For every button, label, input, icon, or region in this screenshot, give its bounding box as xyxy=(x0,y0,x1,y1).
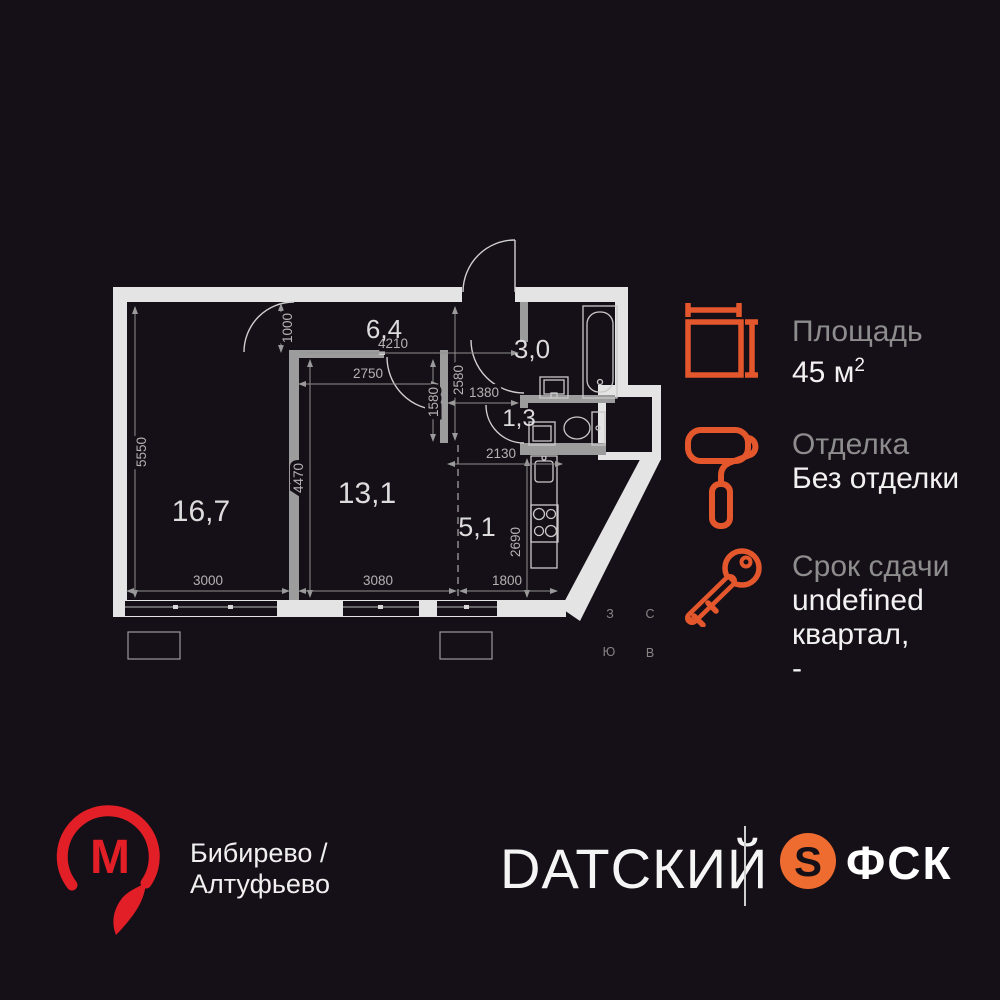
interior-walls xyxy=(289,302,615,600)
station-line1: Бибирево / xyxy=(190,838,328,868)
room-label-wc: 1,3 xyxy=(502,405,535,432)
room1-door-arc xyxy=(243,301,295,353)
info-deadline-label: Срок сдачи xyxy=(792,550,950,583)
info-area-value: 45 м xyxy=(792,356,855,389)
compass-south: Ю xyxy=(603,645,616,659)
divider xyxy=(744,826,746,906)
dim-4210: 4210 xyxy=(378,336,408,351)
compass-east: В xyxy=(646,646,654,660)
metro-stations: Бибирево / Алтуфьево xyxy=(190,838,330,900)
fsk-logo-text: ФСК xyxy=(846,837,953,889)
station-line2: Алтуфьево xyxy=(190,869,330,899)
kitchen-counter xyxy=(530,455,559,569)
info-deadline-line3: - xyxy=(792,652,802,685)
ac-baskets xyxy=(127,631,493,660)
compass-west: З xyxy=(606,607,614,621)
wc-sink xyxy=(528,421,556,446)
compass-north: С xyxy=(645,607,654,621)
bath-sink xyxy=(539,376,569,399)
dim-1800: 1800 xyxy=(492,573,522,588)
info-area: Площадь 45 м2 xyxy=(792,315,923,390)
room-labels: 16,7 13,1 5,1 6,4 3,0 1,3 xyxy=(172,314,550,542)
dim-2690: 2690 xyxy=(508,527,523,557)
bathtub xyxy=(582,305,618,399)
dim-4470: 4470 xyxy=(291,463,306,493)
bathroom-door-arc xyxy=(470,339,525,394)
brand-logo: DАТСКИЙ xyxy=(500,837,769,900)
wc-door-arc xyxy=(485,404,525,444)
info-finish-label: Отделка xyxy=(792,428,910,461)
fsk-mark-letter: S xyxy=(794,838,822,885)
compass: З С Ю В xyxy=(603,607,655,660)
dim-2580: 2580 xyxy=(451,365,466,395)
floor-plan: 5550 1000 4470 2580 1580 2690 4210 2750 … xyxy=(113,239,661,660)
shaft xyxy=(606,397,652,452)
metro-letter: М xyxy=(90,831,130,884)
fsk-logo-icon: S xyxy=(780,833,836,889)
room-label-hall: 6,4 xyxy=(366,314,402,344)
stove xyxy=(530,504,559,543)
info-deadline-line1: undefined xyxy=(792,584,924,617)
entrance-door-arc xyxy=(462,239,516,293)
toilet xyxy=(563,411,606,446)
room-label-kitchen: 5,1 xyxy=(458,512,496,542)
dim-1000: 1000 xyxy=(280,313,295,343)
info-area-label: Площадь xyxy=(792,315,923,348)
room-label-living: 16,7 xyxy=(172,495,230,528)
info-finish: Отделка Без отделки xyxy=(792,428,959,496)
info-area-value-sup: 2 xyxy=(854,355,865,376)
room-label-bathroom: 3,0 xyxy=(514,334,550,364)
dimension-labels: 5550 1000 4470 2580 1580 2690 4210 2750 … xyxy=(131,309,527,591)
info-finish-value: Без отделки xyxy=(792,462,960,495)
dim-3000: 3000 xyxy=(193,573,223,588)
dimension-lines xyxy=(126,303,563,598)
dim-5550: 5550 xyxy=(134,437,149,467)
area-icon xyxy=(685,303,758,378)
dim-2130: 2130 xyxy=(486,446,516,461)
info-deadline: Срок сдачи undefined квартал, - xyxy=(792,550,949,686)
metro-logo: М xyxy=(56,805,160,935)
dim-3080: 3080 xyxy=(363,573,393,588)
windows xyxy=(125,601,497,616)
info-deadline-line2: квартал, xyxy=(792,618,910,651)
room-label-bedroom: 13,1 xyxy=(338,477,396,510)
dim-1580: 1580 xyxy=(426,387,441,417)
key-icon xyxy=(685,548,762,627)
diagonal-wall xyxy=(561,452,661,621)
dim-1380: 1380 xyxy=(469,385,499,400)
fixtures xyxy=(528,305,618,569)
paint-roller-icon xyxy=(685,427,759,529)
dim-2750: 2750 xyxy=(353,366,383,381)
